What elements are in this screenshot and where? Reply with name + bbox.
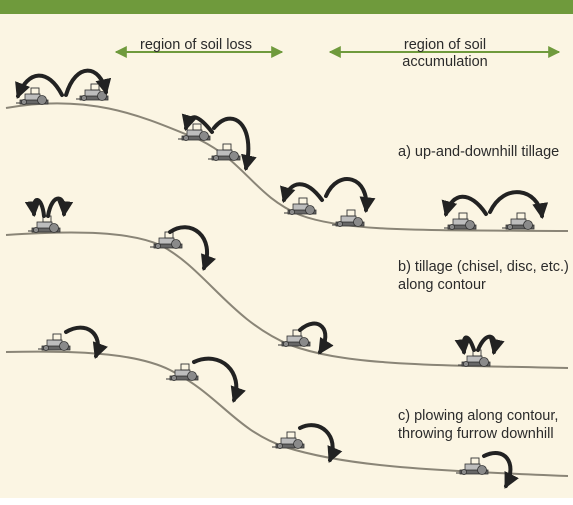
tractor-icon [283, 197, 317, 216]
tractor-icon [501, 212, 535, 231]
panel-a-label: a) up-and-downhill tillage [398, 144, 560, 160]
soil-movement-arrow-icon [192, 356, 246, 404]
tractor-icon [277, 329, 311, 348]
soil-movement-arrow-icon [482, 450, 519, 489]
panel-c-label-line2: throwing furrow downhill [398, 426, 554, 442]
panel-c-soil-arrows [64, 325, 519, 489]
tractor-icon [443, 212, 477, 231]
tractor-icon [27, 215, 61, 234]
soil-movement-arrow-icon [24, 198, 46, 218]
soil-movement-arrow-icon [441, 194, 488, 218]
soil-movement-arrow-icon [488, 190, 549, 220]
tractor-icon [149, 231, 183, 250]
bottom-edge [0, 498, 573, 505]
region-soil-accumulation-line1: region of soil [403, 37, 487, 53]
panel-c-label-line1: c) plowing along contour, [398, 408, 559, 424]
region-soil-accumulation-label: region of soil accumulation [385, 37, 505, 71]
region-soil-loss-label: region of soil loss [140, 37, 253, 53]
soil-movement-arrow-icon [15, 73, 64, 99]
soil-movement-arrow-icon [280, 182, 324, 204]
soil-movement-arrow-icon [181, 113, 214, 134]
soil-movement-arrow-icon [64, 325, 108, 360]
panel-b-label-line1: b) tillage (chisel, disc, etc.) [398, 259, 569, 275]
panel-a-soil-arrows [15, 68, 549, 220]
soil-movement-arrow-icon [454, 335, 476, 356]
soil-movement-arrow-icon [298, 423, 343, 463]
region-soil-accumulation-line2: accumulation [402, 54, 488, 70]
tractor-icon [37, 333, 71, 352]
soil-movement-arrow-icon [64, 68, 112, 97]
panel-b-soil-arrows [24, 196, 505, 356]
soil-movement-arrow-icon [476, 334, 505, 356]
top-accent-bar [0, 0, 573, 14]
slope-profile-b [5, 231, 569, 369]
soil-movement-arrow-icon [324, 177, 376, 214]
soil-movement-arrow-icon [168, 225, 216, 271]
slope-profile-c [5, 350, 569, 477]
soil-movement-arrow-icon [212, 116, 257, 172]
tractor-icon [455, 457, 489, 476]
tractor-icon [331, 209, 365, 228]
panel-b-label-line2: along contour [398, 277, 486, 293]
tractor-icon [165, 363, 199, 382]
slope-profile-a [5, 102, 569, 232]
soil-movement-arrow-icon [46, 196, 74, 218]
soil-movement-arrow-icon [298, 321, 334, 355]
tractor-icon [271, 431, 305, 450]
